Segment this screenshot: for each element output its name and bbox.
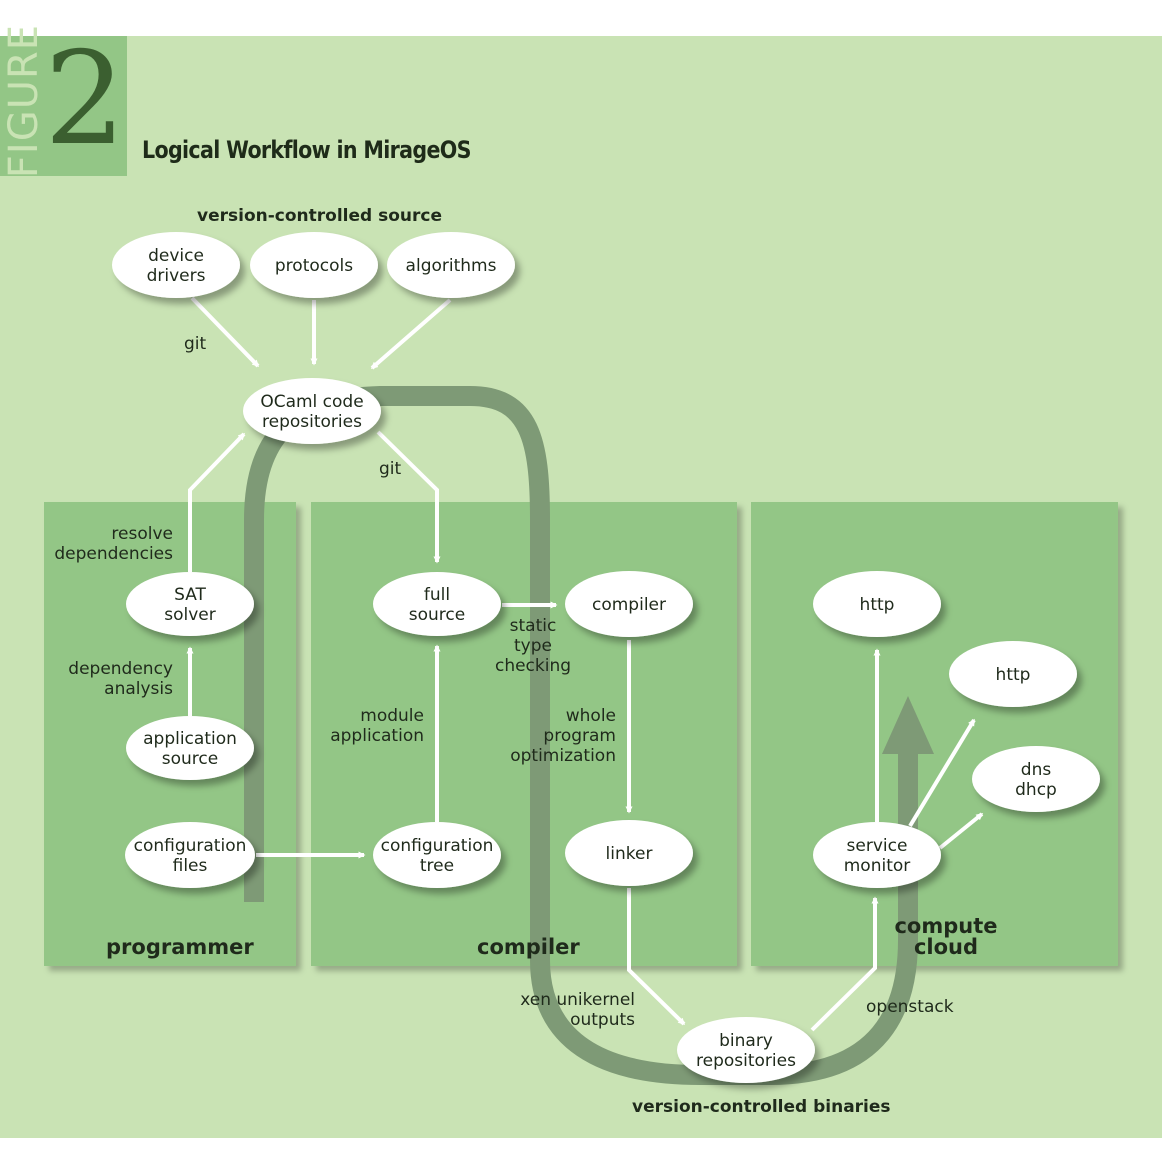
panel-label-compute-cloud: compute cloud xyxy=(894,914,998,959)
arrow-monitor-to-http-right xyxy=(908,718,976,828)
node-ellipse xyxy=(565,820,693,886)
label-version-controlled-source: version-controlled source xyxy=(197,206,442,226)
arrow-drivers-to-repos xyxy=(190,296,260,368)
label-xen-unikernel-outputs: xen unikernel outputs xyxy=(520,990,635,1030)
node-label: linker xyxy=(606,844,653,864)
label-git-left: git xyxy=(184,334,207,354)
arrow-linker-to-binaries xyxy=(627,888,686,1026)
node-ellipse xyxy=(565,571,693,637)
label-module-application: module application xyxy=(330,706,424,746)
arrow-repos-to-fullsource xyxy=(376,430,441,564)
node-ellipse xyxy=(813,571,941,637)
node-ellipse xyxy=(373,822,501,888)
node-ellipse xyxy=(373,572,501,636)
node-http-right: http xyxy=(949,641,1077,707)
arrow-algorithms-to-repos xyxy=(370,298,452,370)
label-version-controlled-binaries: version-controlled binaries xyxy=(632,1097,891,1117)
node-http-top: http xyxy=(813,571,941,637)
node-ellipse xyxy=(243,378,381,444)
figure-number: 2 xyxy=(44,25,126,174)
node-ellipse xyxy=(126,716,254,780)
node-ellipse xyxy=(813,822,941,888)
label-dependency-analysis: dependency analysis xyxy=(68,659,173,699)
node-label: http xyxy=(860,595,895,615)
panel-compute-cloud xyxy=(751,502,1118,966)
workflow-loop-arrowhead xyxy=(882,696,934,754)
arrow-sat-to-repos xyxy=(188,432,246,572)
node-ellipse xyxy=(972,746,1100,812)
node-ellipse xyxy=(677,1017,815,1083)
figure-word: FIGURE xyxy=(1,23,47,179)
node-linker: linker xyxy=(565,820,693,886)
label-static-type-checking: static type checking xyxy=(494,616,572,676)
node-ellipse xyxy=(250,232,378,298)
node-label: http xyxy=(996,665,1031,685)
label-openstack: openstack xyxy=(866,997,954,1017)
node-ellipse xyxy=(949,641,1077,707)
arrow-monitor-to-dns xyxy=(938,812,984,850)
node-label: algorithms xyxy=(406,256,497,276)
figure-header-box xyxy=(0,36,127,176)
arrow-binaries-to-monitor xyxy=(810,896,879,1032)
label-whole-program-optimization: whole program optimization xyxy=(510,706,616,766)
node-label: compiler xyxy=(592,595,666,615)
panel-label-compiler: compiler xyxy=(477,935,580,959)
node-ellipse xyxy=(125,822,255,888)
figure-title: Logical Workflow in MirageOS xyxy=(142,136,472,164)
node-ellipse xyxy=(112,232,240,298)
label-git-center: git xyxy=(379,459,402,479)
node-protocols: protocols xyxy=(250,232,378,298)
panel-label-programmer: programmer xyxy=(106,935,254,959)
node-algorithms: algorithms xyxy=(387,232,515,298)
node-label: protocols xyxy=(275,256,353,276)
node-compiler: compiler xyxy=(565,571,693,637)
label-resolve-dependencies: resolve dependencies xyxy=(54,524,173,564)
node-ellipse xyxy=(126,572,254,636)
node-ellipse xyxy=(387,232,515,298)
